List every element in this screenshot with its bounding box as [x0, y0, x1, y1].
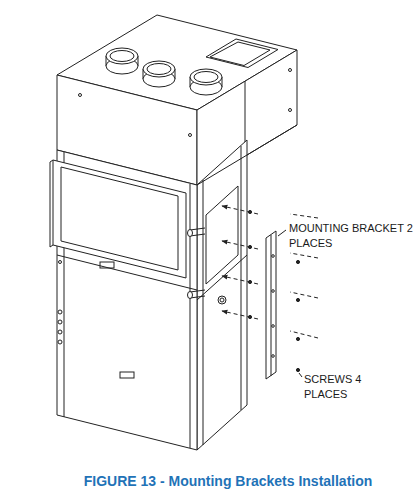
figure-caption: FIGURE 13 - Mounting Brackets Installati… — [84, 473, 373, 489]
bracket-label: MOUNTING BRACKET 2 PLACES — [289, 221, 415, 251]
screw-label: SCREWS 4 PLACES — [304, 372, 380, 402]
mounting-bracket — [266, 231, 276, 379]
leader-lines — [278, 230, 302, 377]
filter-door — [50, 160, 186, 278]
duct-collars — [106, 48, 222, 95]
screws — [248, 210, 299, 371]
